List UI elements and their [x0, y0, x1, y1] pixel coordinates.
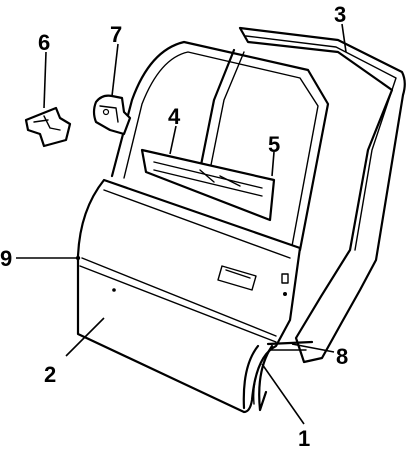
callout-3: 3: [334, 2, 346, 27]
part-6-hinge: [24, 106, 72, 148]
part-4-belt-molding: [140, 148, 276, 222]
leader-8: [291, 343, 335, 353]
callout-8: 8: [336, 344, 348, 369]
callout-2: 2: [44, 362, 56, 387]
leader-1: [261, 363, 305, 425]
leader-7: [111, 43, 119, 97]
callout-4: 4: [168, 104, 181, 129]
callout-5: 5: [268, 132, 280, 157]
part-8-edge-seal: [266, 340, 314, 351]
callout-labels: 1 2 3 4 5 6 7 8 9: [0, 2, 348, 451]
window-frame: [110, 40, 330, 252]
part-7-bracket: [92, 94, 132, 136]
leader-5: [271, 151, 275, 177]
part-9-marker: [75, 255, 81, 261]
leader-4: [169, 125, 177, 155]
callout-6: 6: [38, 30, 50, 55]
part-1-lower-skin: [242, 344, 274, 412]
callout-7: 7: [110, 22, 122, 47]
part-3-weatherstrip: [238, 26, 406, 364]
leader-3: [341, 23, 347, 53]
callout-1: 1: [298, 426, 310, 451]
leader-6: [43, 51, 47, 109]
callout-9: 9: [0, 246, 12, 271]
leader-2: [65, 317, 105, 357]
leader-lines: [16, 23, 347, 425]
